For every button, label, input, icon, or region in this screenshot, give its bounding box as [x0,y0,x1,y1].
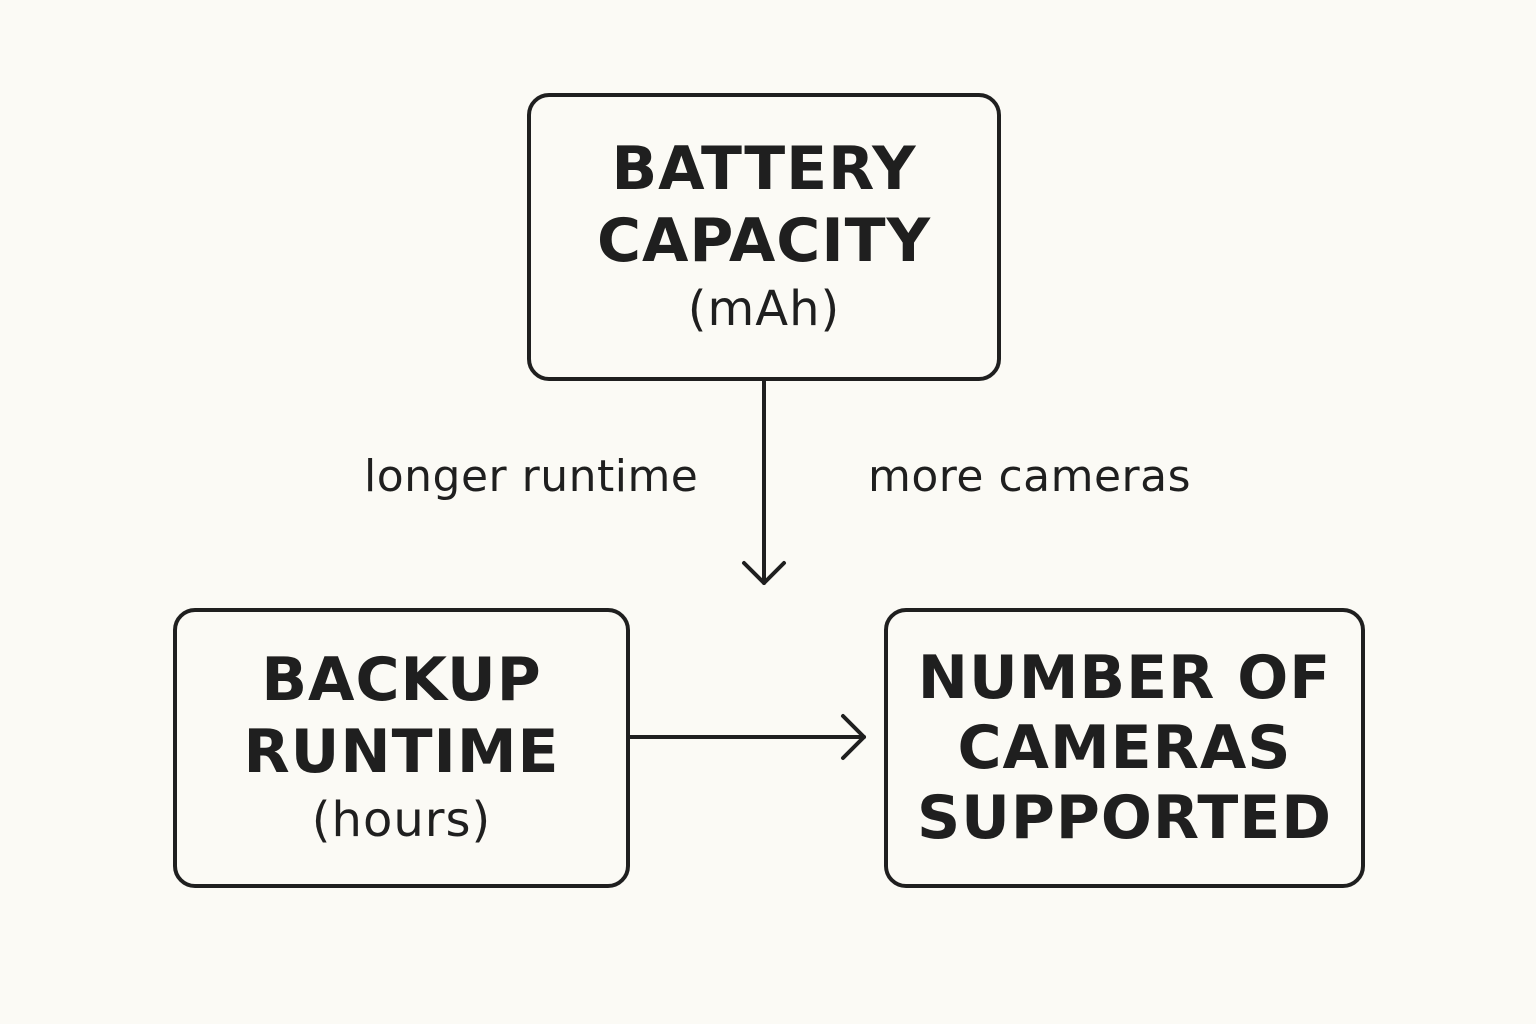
arrow-runtime-to-cameras-head [841,714,866,760]
cameras-supported-title-line2: CAMERAS [957,713,1292,783]
backup-runtime-title-line2: RUNTIME [243,717,560,787]
backup-runtime-node: BACKUP RUNTIME (hours) [173,608,630,888]
cameras-supported-title-line3: SUPPORTED [916,783,1333,853]
backup-runtime-title-line1: BACKUP [261,645,542,715]
arrow-battery-down-head [742,561,786,585]
battery-capacity-title-line1: BATTERY [611,134,917,204]
edge-label-more-cameras: more cameras [868,451,1192,502]
backup-runtime-unit: (hours) [311,792,492,848]
battery-capacity-node: BATTERY CAPACITY (mAh) [527,93,1001,381]
battery-capacity-unit: (mAh) [687,281,841,337]
battery-capacity-title-line2: CAPACITY [596,206,932,276]
cameras-supported-title-line1: NUMBER OF [917,643,1332,713]
edge-label-longer-runtime: longer runtime [364,451,699,502]
cameras-supported-node: NUMBER OF CAMERAS SUPPORTED [884,608,1365,888]
